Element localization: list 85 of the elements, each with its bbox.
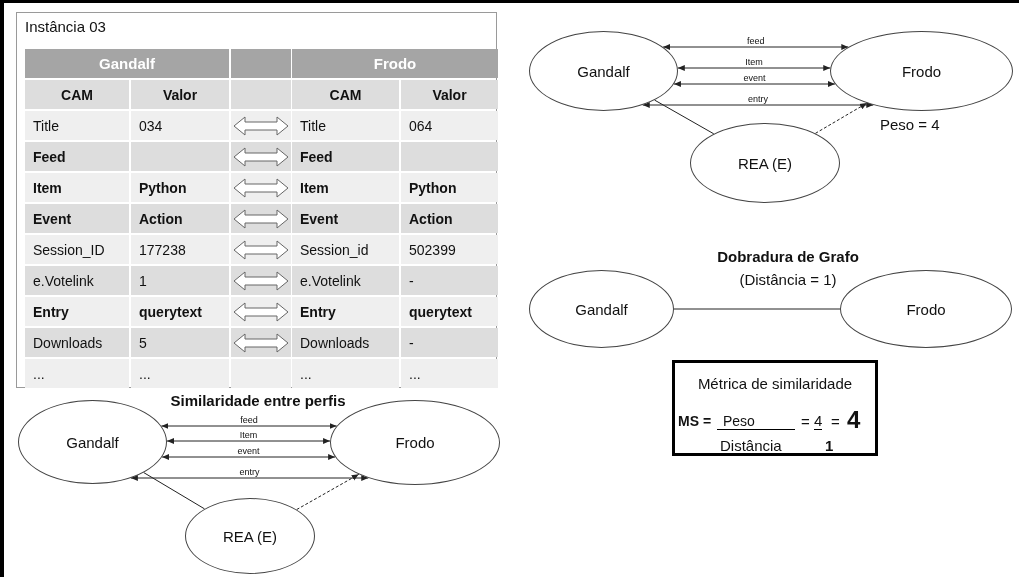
- node-label: REA (E): [737, 154, 793, 172]
- connector-line: [143, 472, 205, 510]
- table-cell: Title: [25, 111, 129, 140]
- table-cell: Downloads: [25, 328, 129, 357]
- node-label: Gandalf: [577, 62, 630, 80]
- diagram-heading: Similaridade entre perfis: [170, 392, 346, 409]
- table-cell: Event: [292, 204, 399, 233]
- table-cell: e.Votelink: [25, 266, 129, 295]
- table-cell: CAM: [25, 80, 129, 109]
- arrow: [673, 81, 836, 87]
- formula-text: Métrica de similaridade: [696, 375, 854, 392]
- table-cell: Valor: [131, 80, 229, 109]
- arrow: [677, 65, 831, 71]
- table-cell: Feed: [292, 142, 399, 171]
- edge-label: Item: [743, 57, 765, 67]
- node-label: Frodo: [901, 62, 942, 80]
- table-cell: Title: [292, 111, 399, 140]
- arrow: [642, 102, 874, 108]
- table-cell: -: [401, 266, 498, 295]
- table-cell: ...: [25, 359, 129, 388]
- table-cell: 064: [401, 111, 498, 140]
- table-cell: ...: [292, 359, 399, 388]
- panel-title: Instância 03: [25, 18, 106, 35]
- node-label: Frodo: [906, 300, 946, 318]
- table-cell: Python: [131, 173, 229, 202]
- table-cell: Action: [131, 204, 229, 233]
- diagram-subheading: (Distância = 1): [739, 271, 837, 288]
- arrow: [130, 475, 369, 481]
- edge-label: entry: [746, 94, 770, 104]
- formula-text: 4: [847, 406, 861, 434]
- table-cell: Item: [292, 173, 399, 202]
- edge-label: feed: [744, 36, 767, 46]
- table-cell: Valor: [401, 80, 498, 109]
- arrow: [814, 102, 868, 134]
- table-cell: e.Votelink: [292, 266, 399, 295]
- edge-label: entry: [237, 467, 262, 477]
- formula-box: [672, 360, 878, 456]
- table-cell: Python: [401, 173, 498, 202]
- node-label: REA (E): [222, 527, 278, 545]
- formula-text: 4: [814, 413, 823, 430]
- table-cell: Item: [25, 173, 129, 202]
- arrow: [161, 454, 336, 460]
- connector-line: [673, 308, 841, 310]
- table-cell: Feed: [25, 142, 129, 171]
- arrow: [166, 438, 331, 444]
- table-cell: Entry: [25, 297, 129, 326]
- table-cell: 1: [131, 266, 229, 295]
- diagram-heading: Dobradura de Grafo: [717, 248, 859, 265]
- formula-text: =: [801, 413, 810, 430]
- node-label: Gandalf: [575, 300, 628, 318]
- header-cell: Frodo: [292, 49, 498, 78]
- table-cell: ...: [401, 359, 498, 388]
- table-cell: 034: [131, 111, 229, 140]
- formula-text: =: [831, 413, 840, 430]
- table-cell: Event: [25, 204, 129, 233]
- node-caption: Peso = 4: [880, 116, 940, 133]
- table-cell: querytext: [131, 297, 229, 326]
- arrow: [160, 423, 338, 429]
- edge-label: feed: [238, 415, 260, 425]
- edge-label: event: [741, 73, 768, 83]
- connector-line: [654, 99, 715, 135]
- formula-text: 1: [825, 437, 834, 454]
- table-cell: ...: [131, 359, 229, 388]
- table-cell: Entry: [292, 297, 399, 326]
- table-cell: Session_id: [292, 235, 399, 264]
- formula-text: Peso: [717, 413, 795, 430]
- arrow: [662, 44, 849, 50]
- table-cell: 5: [131, 328, 229, 357]
- header-cell: Gandalf: [25, 49, 229, 78]
- table-cell: -: [401, 328, 498, 357]
- table-cell: Session_ID: [25, 235, 129, 264]
- table-cell: 177238: [131, 235, 229, 264]
- table-cell: Action: [401, 204, 498, 233]
- node-label: Frodo: [395, 434, 435, 451]
- table-cell: 502399: [401, 235, 498, 264]
- arrow: [296, 473, 360, 511]
- formula-text: MS =: [678, 413, 712, 429]
- table-cell: CAM: [292, 80, 399, 109]
- table-panel: [16, 12, 497, 388]
- table-cell: querytext: [401, 297, 498, 326]
- formula-text: Distância: [720, 437, 782, 454]
- node-label: Gandalf: [66, 433, 119, 451]
- table-cell: Downloads: [292, 328, 399, 357]
- edge-label: Item: [237, 430, 260, 440]
- edge-label: event: [235, 446, 262, 456]
